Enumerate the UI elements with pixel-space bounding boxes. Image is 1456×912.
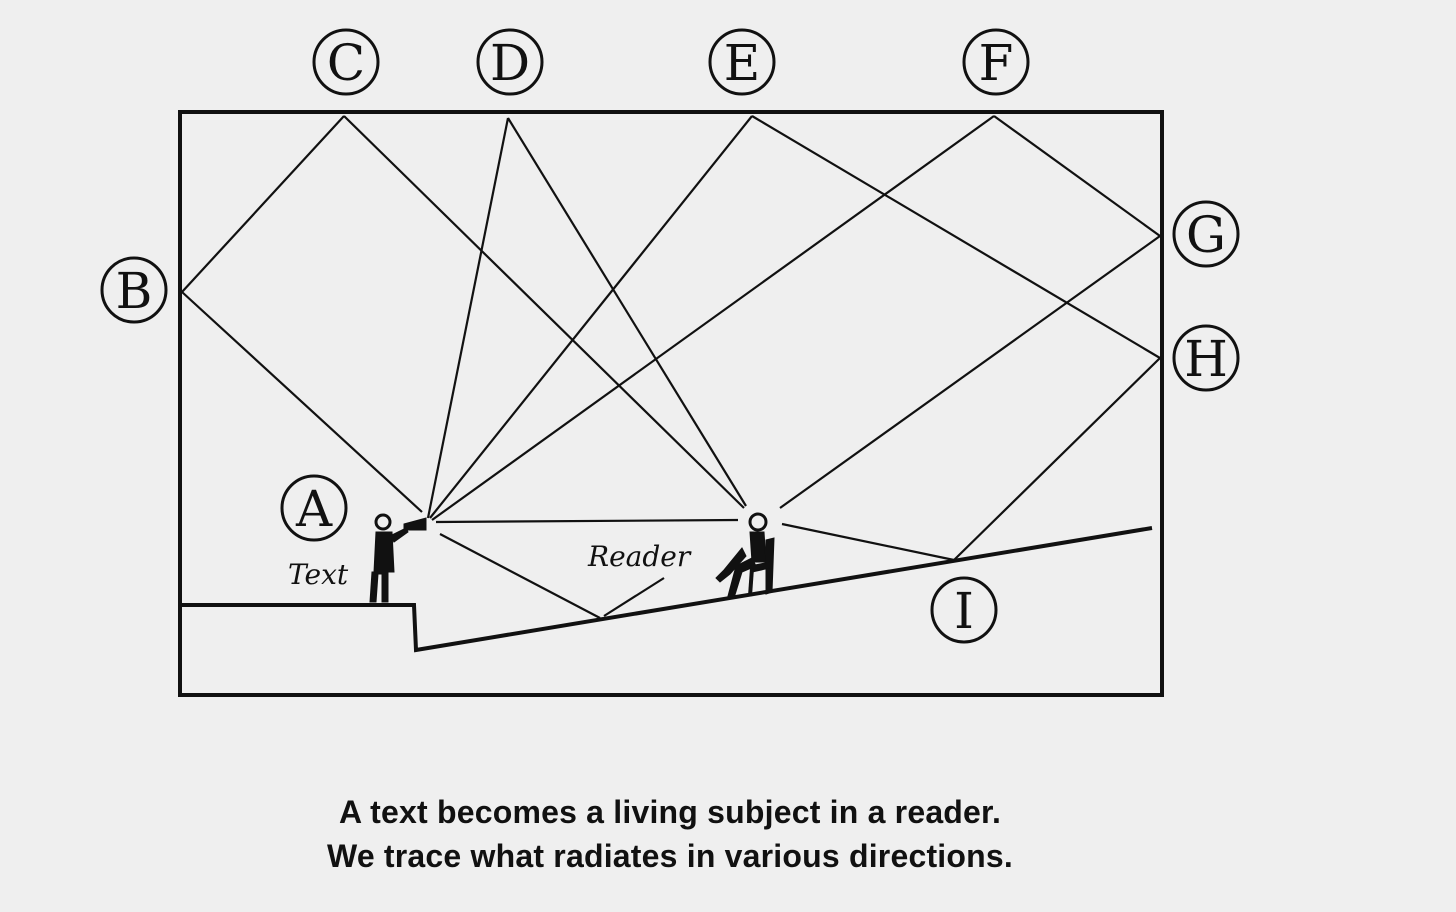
marker-g-label: G [1186,206,1226,264]
stage-floor [180,526,1153,653]
text-figure [369,513,427,603]
marker-h: H [1172,324,1240,392]
marker-f-label: F [979,34,1014,92]
radiation-lines [181,115,1161,619]
caption-line-2: We trace what radiates in various direct… [327,838,1013,874]
reader-figure [715,512,775,599]
text-label: Text [288,558,349,591]
marker-e-label: E [724,34,761,92]
marker-i: I [930,576,998,644]
marker-i-label: I [954,582,974,640]
marker-h-label: H [1184,330,1228,388]
reader-label: Reader [587,540,692,573]
marker-a-label: A [295,480,333,538]
marker-a: A [280,474,348,542]
marker-c: C [312,28,380,96]
marker-f: F [962,28,1030,96]
marker-b-label: B [116,262,153,320]
caption-line-1: A text becomes a living subject in a rea… [338,794,1002,830]
diagram-frame [178,110,1164,697]
marker-e: E [708,28,776,96]
marker-b: B [100,256,168,324]
marker-d-label: D [490,34,530,92]
marker-d: D [476,28,544,96]
marker-g: G [1172,200,1240,268]
marker-c-label: C [327,34,365,92]
